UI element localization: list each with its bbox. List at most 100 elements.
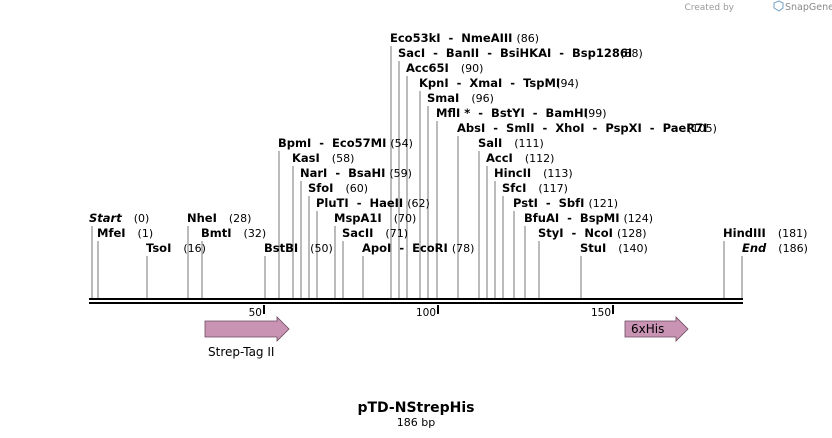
- enzyme-site: Start (0): [89, 211, 149, 225]
- enzyme-site: BfuAI - BspMI(124): [524, 211, 653, 225]
- enzyme-name: StuI: [580, 241, 606, 255]
- enzyme-name: MspA1I: [334, 211, 382, 225]
- cut-position: (105): [687, 122, 717, 135]
- cut-position: (112): [525, 152, 555, 165]
- snapgene-logo-icon: [773, 0, 784, 12]
- enzyme-site: MspA1I (70): [334, 211, 416, 225]
- enzyme-site: ApoI - EcoRI (78): [362, 241, 474, 255]
- cut-position: (0): [134, 212, 150, 225]
- enzyme-name: MflI * - BstYI - BamHI: [436, 106, 588, 120]
- enzyme-name: HindIII: [723, 226, 766, 240]
- cut-position: (71): [385, 227, 408, 240]
- plasmid-name: pTD-NStrepHis: [357, 400, 474, 416]
- cut-position: (70): [394, 212, 417, 225]
- credit-prefix: Created by: [684, 3, 734, 13]
- enzyme-name: BpmI - Eco57MI: [278, 136, 386, 150]
- enzyme-site: BpmI - Eco57MI (54): [278, 136, 413, 150]
- cut-position: (32): [244, 227, 267, 240]
- cut-position: (128): [617, 227, 647, 240]
- enzyme-name: End: [742, 241, 767, 255]
- ruler-tick-label: 50: [249, 307, 262, 319]
- enzyme-site: AbsI - SmlI - XhoI - PspXI - PaeR7I(105): [457, 121, 717, 135]
- enzyme-site: End (186): [742, 241, 808, 255]
- enzyme-site: PstI - SbfI (121): [513, 196, 618, 210]
- plasmid-length: 186 bp: [397, 416, 435, 429]
- enzyme-site: AccI (112): [486, 151, 554, 165]
- credit-brand: SnapGene: [785, 2, 832, 13]
- cut-position: (62): [407, 197, 430, 210]
- enzyme-name: Acc65I: [406, 61, 449, 75]
- feature-track: Strep-Tag II 6xHis: [204, 316, 689, 359]
- cut-position: (90): [461, 62, 484, 75]
- feature-6xhis[interactable]: 6xHis: [624, 316, 689, 342]
- enzyme-name: SmaI: [427, 91, 459, 105]
- enzyme-name: SfoI: [308, 181, 333, 195]
- enzyme-site: MflI * - BstYI - BamHI(99): [436, 106, 607, 120]
- cut-position: (54): [390, 137, 413, 150]
- cut-position: (117): [538, 182, 568, 195]
- cut-position: (86): [516, 32, 539, 45]
- snapgene-credit: Created by SnapGene: [684, 0, 832, 13]
- enzyme-name: KpnI - XmaI - TspMI: [419, 76, 560, 90]
- cut-position: (113): [543, 167, 573, 180]
- cut-position: (94): [556, 77, 579, 90]
- enzyme-name: SalI: [478, 136, 502, 150]
- enzyme-name: HincII: [494, 166, 531, 180]
- feature-arrow[interactable]: [624, 316, 689, 342]
- enzyme-site: HindIII(181): [723, 226, 807, 240]
- enzyme-site: NarI - BsaHI(59): [300, 166, 412, 180]
- enzyme-site: SacI - BanII - BsiHKAI - Bsp1286I(88): [398, 46, 643, 60]
- cut-position: (60): [345, 182, 368, 195]
- enzyme-name: NheI: [187, 211, 217, 225]
- enzyme-site: StyI - NcoI(128): [538, 226, 647, 240]
- enzyme-name: PstI - SbfI: [513, 196, 584, 210]
- feature-strep-tag-ii[interactable]: Strep-Tag II: [204, 316, 290, 359]
- cut-position: (124): [623, 212, 653, 225]
- enzyme-name: NarI - BsaHI: [300, 166, 385, 180]
- cut-site-lines: [91, 46, 743, 298]
- enzyme-name: AbsI - SmlI - XhoI - PspXI - PaeR7I: [457, 121, 707, 135]
- enzyme-site: TsoI (16): [146, 241, 206, 255]
- sequence-backbone: [89, 298, 743, 304]
- cut-position: (50): [310, 242, 333, 255]
- enzyme-name: MfeI: [97, 226, 126, 240]
- cut-position: (186): [778, 242, 808, 255]
- enzyme-name: SacII: [342, 226, 373, 240]
- cut-position: (96): [471, 92, 494, 105]
- cut-position: (1): [138, 227, 154, 240]
- feature-arrow[interactable]: [204, 316, 290, 342]
- enzyme-site: SacII (71): [342, 226, 408, 240]
- cut-position: (121): [588, 197, 618, 210]
- enzyme-name: Start: [89, 211, 122, 225]
- enzyme-labels: Eco53kI - NmeAIII (86)SacI - BanII - BsiH…: [89, 31, 808, 255]
- enzyme-site: SfcI(117): [502, 181, 568, 195]
- enzyme-name: Eco53kI - NmeAIII: [390, 31, 512, 45]
- enzyme-name: BfuAI - BspMI: [524, 211, 620, 225]
- enzyme-site: SfoI (60): [308, 181, 368, 195]
- enzyme-name: PluTI - HaeII: [316, 196, 403, 210]
- cut-position: (16): [183, 242, 206, 255]
- enzyme-name: BstBI: [264, 241, 298, 255]
- cut-position: (99): [584, 107, 607, 120]
- enzyme-site: HincII (113): [494, 166, 573, 180]
- cut-position: (140): [618, 242, 648, 255]
- enzyme-name: KasI: [292, 151, 320, 165]
- cut-position: (111): [514, 137, 544, 150]
- enzyme-site: Acc65I (90): [406, 61, 483, 75]
- cut-position: (78): [452, 242, 475, 255]
- cut-position: (28): [229, 212, 252, 225]
- enzyme-site: KpnI - XmaI - TspMI(94): [419, 76, 579, 90]
- enzyme-site: PluTI - HaeII (62): [316, 196, 430, 210]
- enzyme-site: KasI(58): [292, 151, 354, 165]
- feature-label: Strep-Tag II: [208, 345, 274, 359]
- enzyme-name: SacI - BanII - BsiHKAI - Bsp1286I: [398, 46, 632, 60]
- enzyme-site: MfeI (1): [97, 226, 153, 240]
- enzyme-site: Eco53kI - NmeAIII (86): [390, 31, 539, 45]
- enzyme-site: NheI (28): [187, 211, 251, 225]
- enzyme-name: TsoI: [146, 241, 171, 255]
- enzyme-name: AccI: [486, 151, 513, 165]
- enzyme-name: ApoI - EcoRI: [362, 241, 448, 255]
- enzyme-site: StuI (140): [580, 241, 648, 255]
